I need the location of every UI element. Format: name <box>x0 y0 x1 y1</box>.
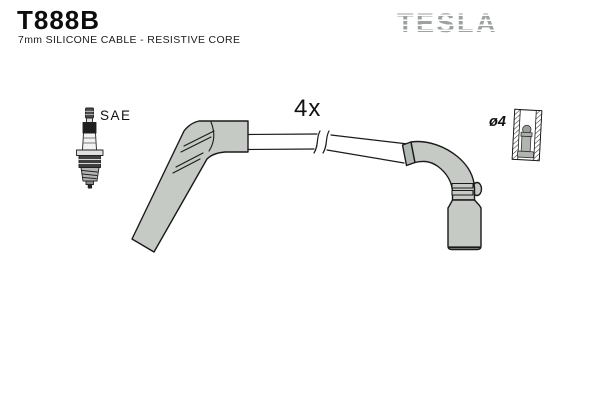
product-subtitle: 7mm SILICONE CABLE - RESISTIVE CORE <box>18 34 241 46</box>
diagram-root: SAE 4x ø4 <box>76 95 543 253</box>
cable <box>247 130 409 164</box>
diagram-labels: SAE 4x ø4 <box>100 95 506 130</box>
terminal-icon <box>511 108 543 162</box>
left-boot <box>131 120 249 253</box>
terminal-wall-hatch <box>533 110 543 162</box>
terminal-wall-hatch <box>511 108 521 160</box>
terminal-stud <box>516 124 534 159</box>
part-number: T888B <box>17 5 101 35</box>
plug-standard-label: SAE <box>100 108 132 123</box>
cable-break-mark <box>322 130 330 154</box>
cable-break-mark <box>313 130 321 154</box>
quantity-label: 4x <box>294 95 321 122</box>
right-boot-rib <box>451 182 474 189</box>
right-boot-cylinder <box>447 199 482 251</box>
right-boot-rib <box>451 189 474 196</box>
terminal-diameter-label: ø4 <box>489 114 506 130</box>
ignition-cable <box>131 120 483 253</box>
left-boot-ridges <box>172 121 215 174</box>
spark-plug-icon <box>76 107 104 189</box>
